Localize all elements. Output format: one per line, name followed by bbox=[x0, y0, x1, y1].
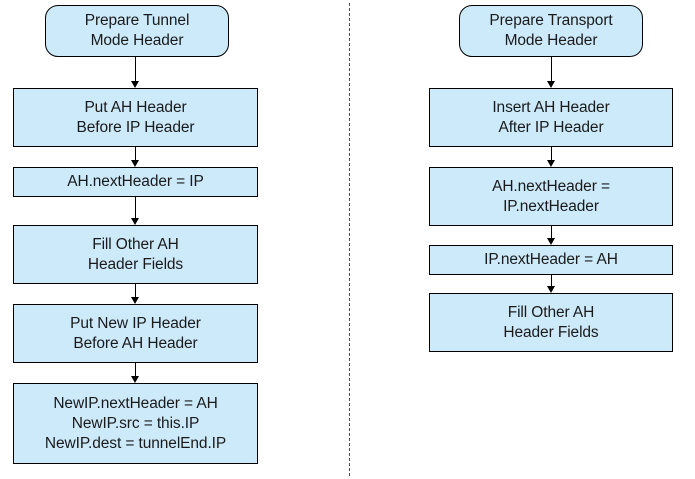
node-tunnel-step-4[interactable]: Put New IP Header Before AH Header bbox=[13, 304, 258, 363]
node-transport-step-3[interactable]: IP.nextHeader = AH bbox=[429, 245, 673, 275]
node-tunnel-step-2[interactable]: AH.nextHeader = IP bbox=[13, 167, 258, 197]
connector-transport-step-2-to-step-3 bbox=[551, 226, 552, 239]
arrowhead-transport-3 bbox=[547, 238, 555, 245]
connector-tunnel-step-1-to-step-2 bbox=[135, 147, 136, 161]
node-transport-step-1[interactable]: Insert AH Header After IP Header bbox=[429, 88, 673, 147]
arrowhead-tunnel-5 bbox=[131, 376, 139, 383]
node-transport-step-2[interactable]: AH.nextHeader = IP.nextHeader bbox=[429, 167, 673, 226]
column-divider bbox=[349, 3, 350, 476]
node-transport-start[interactable]: Prepare Transport Mode Header bbox=[459, 5, 643, 57]
connector-tunnel-start-to-step-1 bbox=[135, 57, 136, 81]
connector-transport-step-1-to-step-2 bbox=[551, 147, 552, 161]
arrowhead-tunnel-1 bbox=[131, 81, 139, 88]
arrowhead-tunnel-3 bbox=[131, 218, 139, 225]
node-tunnel-step-5[interactable]: NewIP.nextHeader = AH NewIP.src = this.I… bbox=[13, 383, 258, 464]
connector-transport-step-3-to-step-4 bbox=[551, 275, 552, 287]
node-tunnel-start[interactable]: Prepare Tunnel Mode Header bbox=[45, 5, 229, 57]
node-tunnel-step-1[interactable]: Put AH Header Before IP Header bbox=[13, 88, 258, 147]
arrowhead-tunnel-2 bbox=[131, 160, 139, 167]
connector-tunnel-step-3-to-step-4 bbox=[135, 284, 136, 298]
arrowhead-tunnel-4 bbox=[131, 297, 139, 304]
connector-tunnel-step-2-to-step-3 bbox=[135, 197, 136, 218]
arrowhead-transport-4 bbox=[547, 286, 555, 293]
node-tunnel-step-3[interactable]: Fill Other AH Header Fields bbox=[13, 225, 258, 284]
arrowhead-transport-1 bbox=[547, 81, 555, 88]
arrowhead-transport-2 bbox=[547, 160, 555, 167]
node-transport-step-4[interactable]: Fill Other AH Header Fields bbox=[429, 293, 673, 352]
connector-tunnel-step-4-to-step-5 bbox=[135, 363, 136, 377]
connector-transport-start-to-step-1 bbox=[551, 57, 552, 81]
